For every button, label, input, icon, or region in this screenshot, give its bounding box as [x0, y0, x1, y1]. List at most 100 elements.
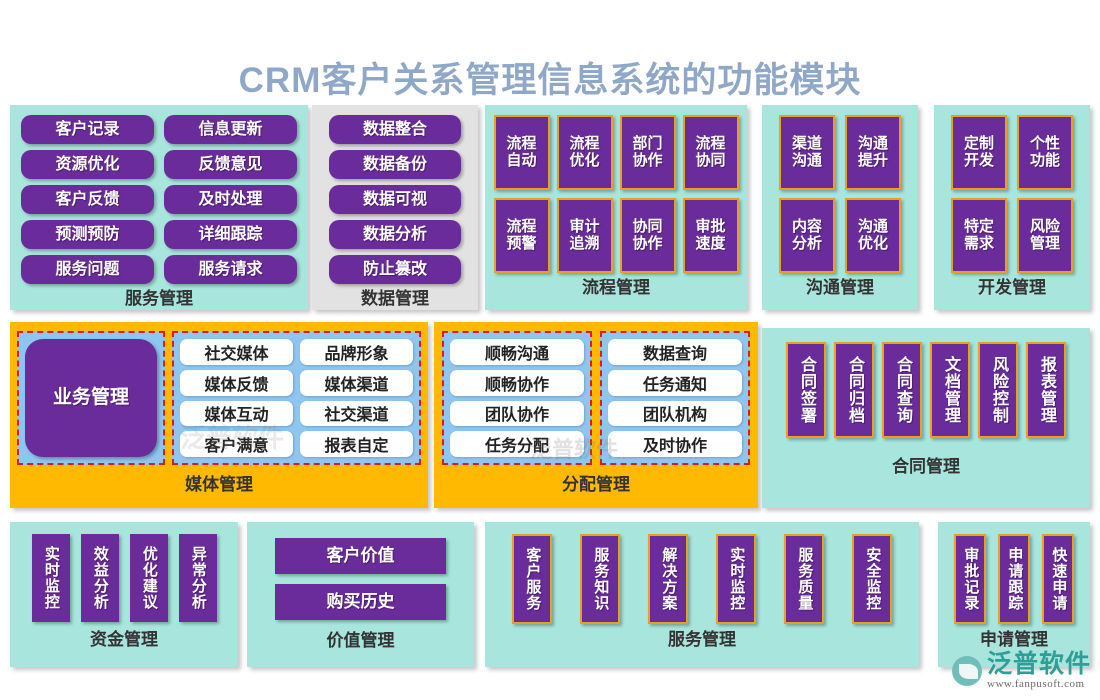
chip-item[interactable]: 定制开发: [951, 115, 1007, 190]
panel-fund-management: 实时监控 效益分析 优化建议 异常分析 资金管理: [10, 522, 238, 667]
chip-item[interactable]: 申请跟踪: [998, 534, 1030, 624]
chip-item[interactable]: 客户服务: [512, 534, 552, 624]
chip-item[interactable]: 渠道沟通: [779, 115, 835, 190]
chip-item[interactable]: 顺畅协作: [450, 369, 584, 396]
chip-item[interactable]: 文档管理: [930, 342, 970, 438]
chip-item[interactable]: 任务通知: [608, 369, 742, 396]
chip-item[interactable]: 反馈意见: [164, 150, 297, 179]
chip-item[interactable]: 客户价值: [275, 538, 446, 574]
chip-item[interactable]: 品牌形象: [300, 339, 413, 365]
chip-item[interactable]: 数据分析: [329, 220, 461, 249]
chip-item[interactable]: 解决方案: [648, 534, 688, 624]
panel-service-management-secondary: 客户服务 服务知识 解决方案 实时监控 服务质量 安全监控 服务管理: [485, 522, 919, 667]
panel-label: 流程管理: [582, 278, 650, 297]
panel-assignment-management: 顺畅沟通 顺畅协作 团队协作 任务分配 数据查询 任务通知 团队机构 及时协作 …: [434, 322, 758, 508]
chip-item[interactable]: 客户满意: [180, 431, 293, 457]
chip-item[interactable]: 异常分析: [178, 534, 217, 622]
chip-item[interactable]: 沟通提升: [845, 115, 901, 190]
chip-item[interactable]: 服务质量: [784, 534, 824, 624]
chip-item[interactable]: 社交渠道: [300, 400, 413, 427]
chip-item[interactable]: 购买历史: [275, 584, 446, 620]
panel-label: 分配管理: [562, 475, 630, 494]
chip-item[interactable]: 服务问题: [21, 255, 154, 284]
chip-item[interactable]: 信息更新: [164, 115, 297, 144]
chip-item[interactable]: 客户记录: [21, 115, 154, 144]
chip-item[interactable]: 合同签署: [786, 342, 826, 438]
chip-grid: 客户记录 信息更新 资源优化 反馈意见 客户反馈 及时处理 预测预防 详细跟踪 …: [21, 105, 297, 284]
panel-communication-management: 渠道沟通 沟通提升 内容分析 沟通优化 沟通管理: [762, 105, 918, 310]
chip-item[interactable]: 部门协作: [619, 115, 676, 190]
panel-label: 合同管理: [892, 457, 960, 476]
chip-item[interactable]: 审计追溯: [556, 198, 613, 273]
chip-item[interactable]: 审批速度: [682, 198, 739, 273]
panel-contract-management: 合同签署 合同归档 合同查询 文档管理 风险控制 报表管理 合同管理: [762, 328, 1090, 508]
chip-item[interactable]: 流程协同: [682, 115, 739, 190]
chip-item[interactable]: 合同归档: [834, 342, 874, 438]
panel-label: 申请管理: [980, 630, 1048, 649]
chip-item[interactable]: 媒体互动: [180, 400, 293, 427]
panel-label: 开发管理: [978, 278, 1046, 297]
panel-application-management: 审批记录 申请跟踪 快速申请 申请管理: [938, 522, 1090, 667]
chip-item[interactable]: 实时监控: [31, 534, 70, 622]
chip-item[interactable]: 媒体渠道: [300, 369, 413, 396]
chip-item[interactable]: 沟通优化: [845, 198, 901, 273]
chip-item[interactable]: 实时监控: [716, 534, 756, 624]
chip-item[interactable]: 团队协作: [450, 400, 584, 427]
panel-value-management: 客户价值 购买历史 价值管理: [247, 522, 474, 667]
chip-item[interactable]: 效益分析: [80, 534, 119, 622]
chip-grid: 审批记录 申请跟踪 快速申请: [954, 522, 1074, 624]
assignment-right-group: 数据查询 任务通知 团队机构 及时协作: [600, 331, 750, 465]
chip-item[interactable]: 团队机构: [608, 400, 742, 427]
chip-item[interactable]: 客户反馈: [21, 185, 154, 214]
chip-item[interactable]: 个性功能: [1017, 115, 1073, 190]
panel-development-management: 定制开发 个性功能 特定需求 风险管理 开发管理: [934, 105, 1090, 310]
chip-grid: 渠道沟通 沟通提升 内容分析 沟通优化: [779, 105, 901, 273]
chip-item[interactable]: 安全监控: [852, 534, 892, 624]
chip-item[interactable]: 数据备份: [329, 150, 461, 179]
panel-label: 服务管理: [668, 630, 736, 649]
chip-item[interactable]: 合同查询: [882, 342, 922, 438]
chip-item[interactable]: 顺畅沟通: [450, 339, 584, 365]
chip-item[interactable]: 内容分析: [779, 198, 835, 273]
chip-grid: 客户服务 服务知识 解决方案 实时监控 服务质量 安全监控: [512, 522, 892, 624]
chip-item[interactable]: 协同协作: [619, 198, 676, 273]
chip-item[interactable]: 数据查询: [608, 339, 742, 365]
chip-item[interactable]: 防止篡改: [329, 255, 461, 284]
chip-item[interactable]: 流程优化: [556, 115, 613, 190]
chip-item[interactable]: 预测预防: [21, 220, 154, 249]
chip-item[interactable]: 审批记录: [954, 534, 986, 624]
panel-service-management: 客户记录 信息更新 资源优化 反馈意见 客户反馈 及时处理 预测预防 详细跟踪 …: [10, 105, 308, 310]
chip-item[interactable]: 及时处理: [164, 185, 297, 214]
chip-business-management[interactable]: 业务管理: [25, 339, 157, 457]
chip-item[interactable]: 快速申请: [1042, 534, 1074, 624]
chip-item[interactable]: 资源优化: [21, 150, 154, 179]
media-row: 业务管理 社交媒体 品牌形象 媒体反馈 媒体渠道 媒体互动 社交渠道 客户满意 …: [10, 322, 428, 465]
media-chip-grid: 社交媒体 品牌形象 媒体反馈 媒体渠道 媒体互动 社交渠道 客户满意 报表自定: [172, 331, 421, 465]
assignment-left-group: 顺畅沟通 顺畅协作 团队协作 任务分配: [442, 331, 592, 465]
logo-text-block: 泛普软件 www.fanpusoft.com: [987, 652, 1091, 690]
chip-item[interactable]: 流程预警: [493, 198, 550, 273]
panel-label: 资金管理: [90, 630, 158, 649]
chip-item[interactable]: 风险管理: [1017, 198, 1073, 273]
chip-item[interactable]: 媒体反馈: [180, 369, 293, 396]
page-title: CRM客户关系管理信息系统的功能模块: [238, 61, 862, 100]
chip-item[interactable]: 报表管理: [1026, 342, 1066, 438]
chip-item[interactable]: 报表自定: [300, 431, 413, 457]
chip-item[interactable]: 风险控制: [978, 342, 1018, 438]
chip-item[interactable]: 特定需求: [951, 198, 1007, 273]
chip-item[interactable]: 服务请求: [164, 255, 297, 284]
chip-item[interactable]: 流程自动: [493, 115, 550, 190]
chip-item[interactable]: 社交媒体: [180, 339, 293, 365]
chip-item[interactable]: 详细跟踪: [164, 220, 297, 249]
chip-item[interactable]: 及时协作: [608, 431, 742, 457]
chip-item[interactable]: 数据整合: [329, 115, 461, 144]
panel-media-management: 业务管理 社交媒体 品牌形象 媒体反馈 媒体渠道 媒体互动 社交渠道 客户满意 …: [10, 322, 428, 508]
chip-item[interactable]: 服务知识: [580, 534, 620, 624]
chip-item[interactable]: 任务分配: [450, 431, 584, 457]
brand-logo: 泛普软件 www.fanpusoft.com: [952, 652, 1091, 690]
chip-item[interactable]: 优化建议: [129, 534, 168, 622]
logo-url: www.fanpusoft.com: [987, 678, 1085, 690]
panel-label: 价值管理: [326, 631, 395, 650]
chip-item[interactable]: 数据可视: [329, 185, 461, 214]
business-management-box: 业务管理: [17, 331, 165, 465]
